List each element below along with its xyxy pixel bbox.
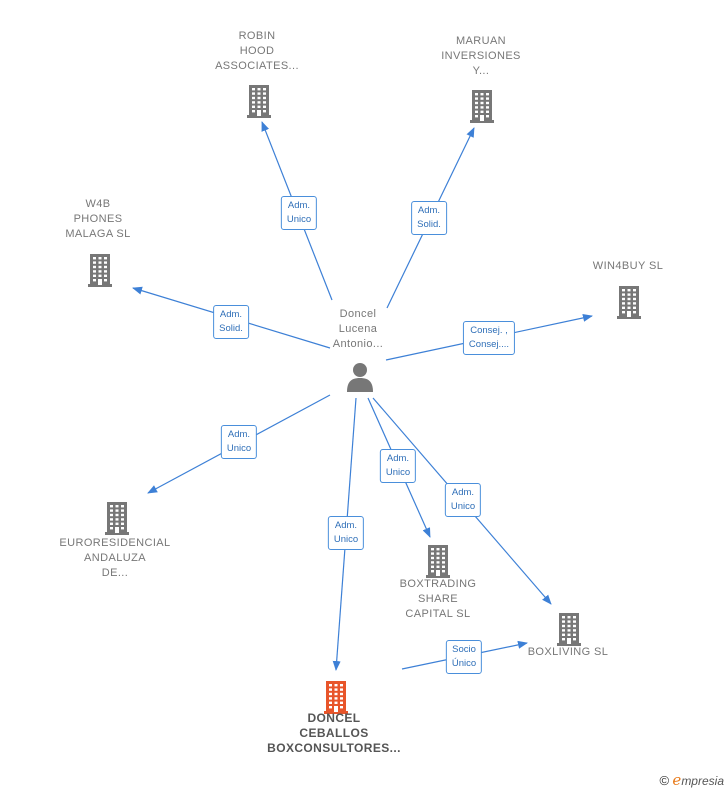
robin-company-label[interactable]: ROBIN HOOD ASSOCIATES...	[215, 30, 299, 72]
euro-company-label[interactable]: EURORESIDENCIAL ANDALUZA DE...	[59, 537, 171, 579]
edge-label-euro[interactable]: Adm. Unico	[220, 425, 258, 459]
brand-initial: e	[672, 771, 682, 789]
maruan-building-icon[interactable]	[470, 89, 494, 128]
edge-label-boxliving[interactable]: Socio Único	[445, 640, 483, 674]
doncel-building-icon[interactable]	[324, 680, 348, 719]
euro-building-icon[interactable]	[105, 501, 129, 540]
boxliving-company-label[interactable]: BOXLIVING SL	[527, 646, 609, 658]
copyright-icon: ©	[659, 773, 670, 788]
edge-label-doncel[interactable]: Adm. Unico	[327, 516, 365, 550]
brand-name: mpresia	[681, 774, 724, 788]
edge-label-robin[interactable]: Adm. Unico	[280, 196, 318, 230]
edge-label-win4buy[interactable]: Consej. , Consej....	[462, 321, 516, 355]
edge-label-boxtrading[interactable]: Adm. Unico	[379, 449, 417, 483]
win4buy-company-label[interactable]: WIN4BUY SL	[592, 260, 664, 272]
maruan-company-label[interactable]: MARUAN INVERSIONES Y...	[441, 35, 521, 77]
w4b-building-icon[interactable]	[88, 253, 112, 292]
person-icon[interactable]	[346, 362, 374, 397]
boxliving-building-icon[interactable]	[557, 612, 581, 651]
boxtrading-building-icon[interactable]	[426, 544, 450, 583]
boxtrading-company-label[interactable]: BOXTRADING SHARE CAPITAL SL	[399, 578, 477, 620]
empresia-brand: © empresia	[659, 771, 724, 789]
w4b-company-label[interactable]: W4B PHONES MALAGA SL	[65, 198, 131, 240]
win4buy-building-icon[interactable]	[617, 285, 641, 324]
center-person-label[interactable]: Doncel Lucena Antonio...	[332, 308, 384, 350]
edge-label-boxliving[interactable]: Adm. Unico	[444, 483, 482, 517]
edge-label-w4b[interactable]: Adm. Solid.	[213, 305, 249, 339]
robin-building-icon[interactable]	[247, 84, 271, 123]
edge-label-maruan[interactable]: Adm. Solid.	[411, 201, 447, 235]
doncel-company-label[interactable]: DONCEL CEBALLOS BOXCONSULTORES...	[267, 711, 401, 755]
